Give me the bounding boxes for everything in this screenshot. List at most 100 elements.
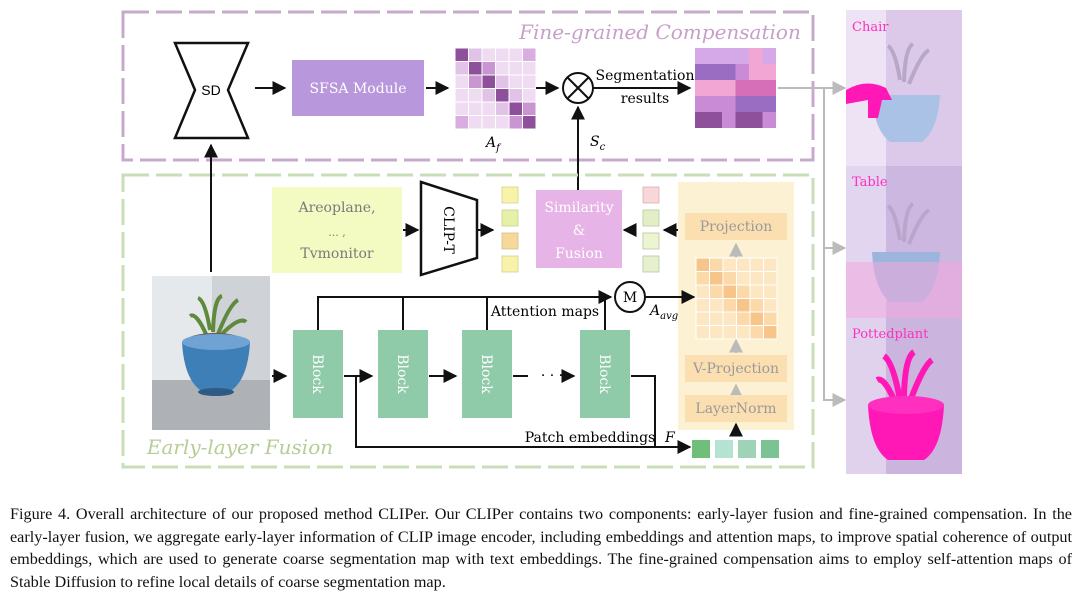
block-4-label: Block [596, 354, 612, 394]
af-cell [468, 47, 483, 62]
aavg-cell [695, 311, 710, 326]
segmentation-cell [708, 112, 722, 128]
class-names-line2: ... , [328, 226, 345, 239]
aavg-cell [736, 325, 751, 340]
af-attention-matrix [454, 47, 537, 130]
af-symbol: Af [484, 135, 502, 154]
af-cell [508, 61, 523, 76]
block-3 [462, 330, 512, 418]
aavg-cell [709, 257, 724, 272]
f-embedding-2 [715, 440, 733, 458]
similarity-line1: Similarity [544, 200, 613, 216]
af-cell [508, 88, 523, 103]
architecture-figure: Fine-grained Compensation SD SFSA Module… [121, 10, 962, 474]
aavg-cell [763, 298, 778, 313]
f-embedding-1 [692, 440, 710, 458]
result-label-pottedplant: Pottedplant [852, 327, 929, 342]
mean-operator [614, 281, 646, 313]
segmentation-cell [749, 48, 763, 64]
aavg-cell [736, 271, 751, 286]
af-cell [481, 88, 496, 103]
aavg-cell [749, 271, 764, 286]
attention-bus [317, 296, 606, 330]
aavg-cell [736, 284, 751, 299]
segmentation-cell [749, 80, 763, 96]
fine-grained-title: Fine-grained Compensation [518, 20, 801, 44]
segmentation-cell [695, 96, 709, 112]
early-layer-region [121, 173, 815, 469]
block-4 [580, 330, 630, 418]
sc-symbol: Sc [590, 134, 606, 153]
segmentation-cell [722, 80, 736, 96]
segmentation-cell [735, 48, 749, 64]
segmentation-cell [749, 96, 763, 112]
af-cell [495, 88, 510, 103]
af-cell [522, 115, 537, 130]
gray-arrow-to-pottedplant [823, 248, 847, 407]
segmentation-cell [749, 112, 763, 128]
segmentation-cell [708, 64, 722, 80]
segmentation-label-line2: results [621, 91, 669, 107]
af-cell [468, 115, 483, 130]
similarity-line2: & [573, 223, 585, 239]
f-symbol: F [664, 430, 676, 446]
aavg-cell [709, 325, 724, 340]
af-cell [522, 74, 537, 89]
segmentation-cell [749, 64, 763, 80]
fine-grained-region [121, 10, 815, 162]
aavg-cell [736, 311, 751, 326]
segmentation-cell [722, 112, 736, 128]
result-label-chair: Chair [852, 20, 889, 35]
block-1 [293, 330, 343, 418]
fine-grained-title-bg [518, 16, 800, 48]
segmentation-result-grid [695, 48, 776, 128]
segmentation-cell [722, 64, 736, 80]
aggregated-attention-matrix [695, 257, 778, 340]
af-cell [508, 47, 523, 62]
aavg-cell [709, 284, 724, 299]
segmentation-cell [708, 48, 722, 64]
aavg-cell [736, 257, 751, 272]
af-cell [508, 115, 523, 130]
af-cell [495, 115, 510, 130]
v-projection-label: V-Projection [692, 361, 779, 377]
af-cell [481, 101, 496, 116]
af-cell [454, 88, 469, 103]
attention-maps-label: Attention maps [490, 304, 599, 320]
segmentation-cell [762, 112, 776, 128]
af-cell [454, 101, 469, 116]
aavg-cell [749, 298, 764, 313]
clip-text-encoder [419, 180, 479, 277]
text-embedding-3 [501, 232, 519, 250]
f-embedding-3 [738, 440, 756, 458]
segmentation-cell [735, 112, 749, 128]
af-cell [481, 47, 496, 62]
aavg-cell [722, 325, 737, 340]
segmentation-cell [695, 48, 709, 64]
aavg-cell [749, 325, 764, 340]
clip-t-label: CLIP-T [440, 206, 456, 254]
class-names-line3: Tvmonitor [300, 246, 374, 262]
af-cell [495, 101, 510, 116]
layernorm-box [685, 395, 787, 422]
af-cell [522, 61, 537, 76]
result-label-table: Table [852, 175, 888, 190]
af-cell [522, 101, 537, 116]
result-pottedplant: Pottedplant [846, 318, 962, 474]
result-table: Table [846, 166, 962, 318]
segmentation-cell [762, 96, 776, 112]
gray-arrow-to-table [823, 88, 847, 255]
text-embedding-4 [501, 255, 519, 273]
patch-embeddings-label: Patch embeddings [525, 430, 655, 446]
aavg-cell [749, 311, 764, 326]
sfsa-module-box [292, 60, 424, 116]
visual-embedding-3 [642, 232, 660, 250]
segmentation-cell [762, 80, 776, 96]
f-embedding-4 [761, 440, 779, 458]
af-cell [495, 47, 510, 62]
segmentation-cell [695, 80, 709, 96]
block-2 [378, 330, 428, 418]
multiply-cross-2 [566, 76, 590, 100]
aavg-cell [722, 271, 737, 286]
patch-embeddings-bus [355, 376, 655, 448]
